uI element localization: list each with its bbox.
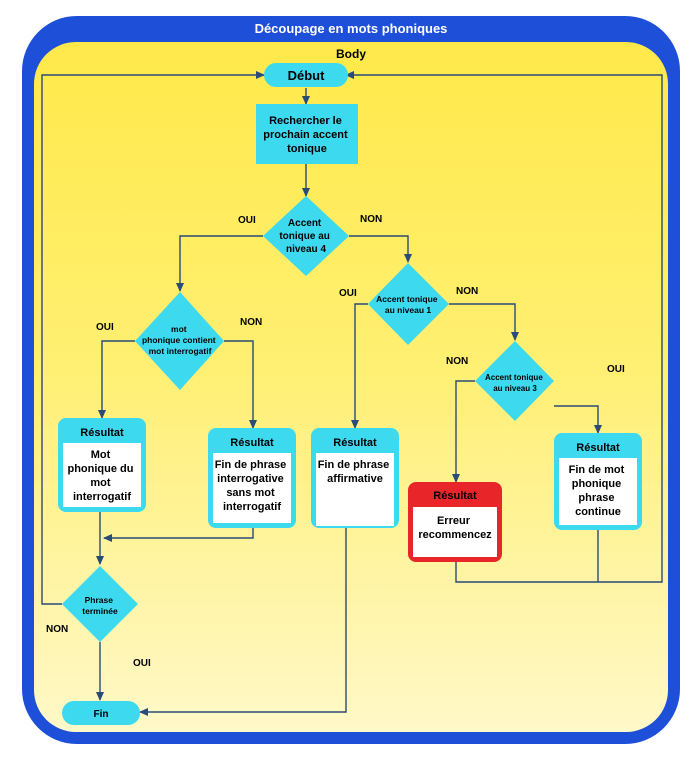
result-2-title: Résultat [230, 437, 274, 449]
search-line-1: Rechercher le [269, 115, 342, 127]
decision-interrogative [135, 292, 224, 390]
phrase-end-line-1: Phrase [85, 595, 114, 605]
decision-level3 [475, 341, 554, 421]
search-node [256, 104, 358, 164]
edge-result2-merge [103, 528, 254, 542]
result-4-title: Résultat [433, 490, 477, 502]
result-5-body: Fin de mot phonique phrase continue [569, 464, 628, 518]
search-line-2: prochain accent [263, 129, 348, 141]
start-node [264, 63, 348, 87]
result-5-title: Résultat [576, 442, 620, 454]
label-level3-no: NON [446, 356, 468, 367]
result-1-body: Mot phonique du mot interrogatif [67, 449, 136, 503]
edge-result4-merge [455, 562, 598, 583]
level1-line-1: Accent tonique [376, 294, 438, 304]
label-level3-yes: OUI [607, 364, 625, 375]
edge-level3-yes [554, 405, 602, 434]
result-3-body: Fin de phrase affirmative [318, 459, 393, 485]
result-2-body: Fin de phrase interrogative sans mot int… [215, 459, 290, 513]
edge-level4-yes [176, 235, 263, 292]
end-label: Fin [94, 709, 109, 720]
search-label: Rechercher le prochain accent tonique [263, 115, 350, 155]
level1-line-2: au niveau 1 [385, 305, 432, 315]
edge-level1-yes [351, 303, 368, 429]
label-interrog-yes: OUI [96, 322, 114, 333]
level3-line-1: Accent tonique [485, 373, 543, 382]
level3-line-2: au niveau 3 [493, 384, 537, 393]
body-label: Body [336, 47, 366, 61]
search-line-3: tonique [287, 143, 327, 155]
level4-line-2: tonique au [279, 231, 330, 242]
decision-phrase-end [62, 566, 138, 642]
interrog-line-2: phonique contient [142, 335, 216, 345]
result-3-title: Résultat [333, 437, 377, 449]
edge-end-no [41, 71, 265, 605]
level4-line-1: Accent [288, 218, 322, 229]
end-node [62, 701, 140, 725]
interrog-line-1: mot [171, 324, 187, 334]
edge-result3-fin [139, 526, 347, 716]
label-end-yes: OUI [133, 658, 151, 669]
frame-background [34, 42, 668, 732]
label-end-no: NON [46, 624, 68, 635]
edge-labels: OUI NON OUI NON OUI NON NON OUI NON OUI [46, 214, 625, 669]
interrog-line-3: mot interrogatif [149, 346, 212, 356]
edge-interrog-no [224, 340, 257, 429]
edge-interrog-yes [98, 340, 135, 419]
result-4-body: Erreur recommencez [418, 515, 492, 541]
connectors [41, 71, 663, 716]
label-level1-yes: OUI [339, 288, 357, 299]
decision-level4 [263, 196, 349, 276]
label-interrog-no: NON [240, 317, 262, 328]
result-1-title: Résultat [80, 427, 124, 439]
label-level4-yes: OUI [238, 215, 256, 226]
edge-level3-no [452, 380, 475, 483]
level4-line-3: niveau 4 [286, 244, 326, 255]
decision-level4-label: Accent tonique au niveau 4 [279, 218, 332, 255]
decision-interrogative-label: mot phonique contient mot interrogatif [142, 324, 218, 356]
result-box-1: Résultat Mot phonique du mot interrogati… [58, 418, 146, 512]
result-box-2: Résultat Fin de phrase interrogative san… [208, 428, 296, 528]
label-level1-no: NON [456, 286, 478, 297]
edge-level1-no [449, 303, 519, 341]
edge-loop-right [345, 71, 663, 583]
result-box-4-error: Résultat Erreur recommencez [408, 482, 502, 562]
decision-level1 [368, 263, 449, 345]
frame-title: Découpage en mots phoniques [255, 21, 448, 36]
result-box-3: Résultat Fin de phrase affirmative [311, 428, 399, 528]
decision-level1-label: Accent tonique au niveau 1 [376, 294, 440, 315]
phrase-end-line-2: terminée [82, 606, 118, 616]
result-box-5: Résultat Fin de mot phonique phrase cont… [554, 433, 642, 530]
decision-level3-label: Accent tonique au niveau 3 [485, 373, 545, 393]
decision-phrase-end-label: Phrase terminée [82, 595, 118, 616]
start-label: Début [288, 68, 326, 83]
edge-level4-no [349, 235, 412, 263]
label-level4-no: NON [360, 214, 382, 225]
